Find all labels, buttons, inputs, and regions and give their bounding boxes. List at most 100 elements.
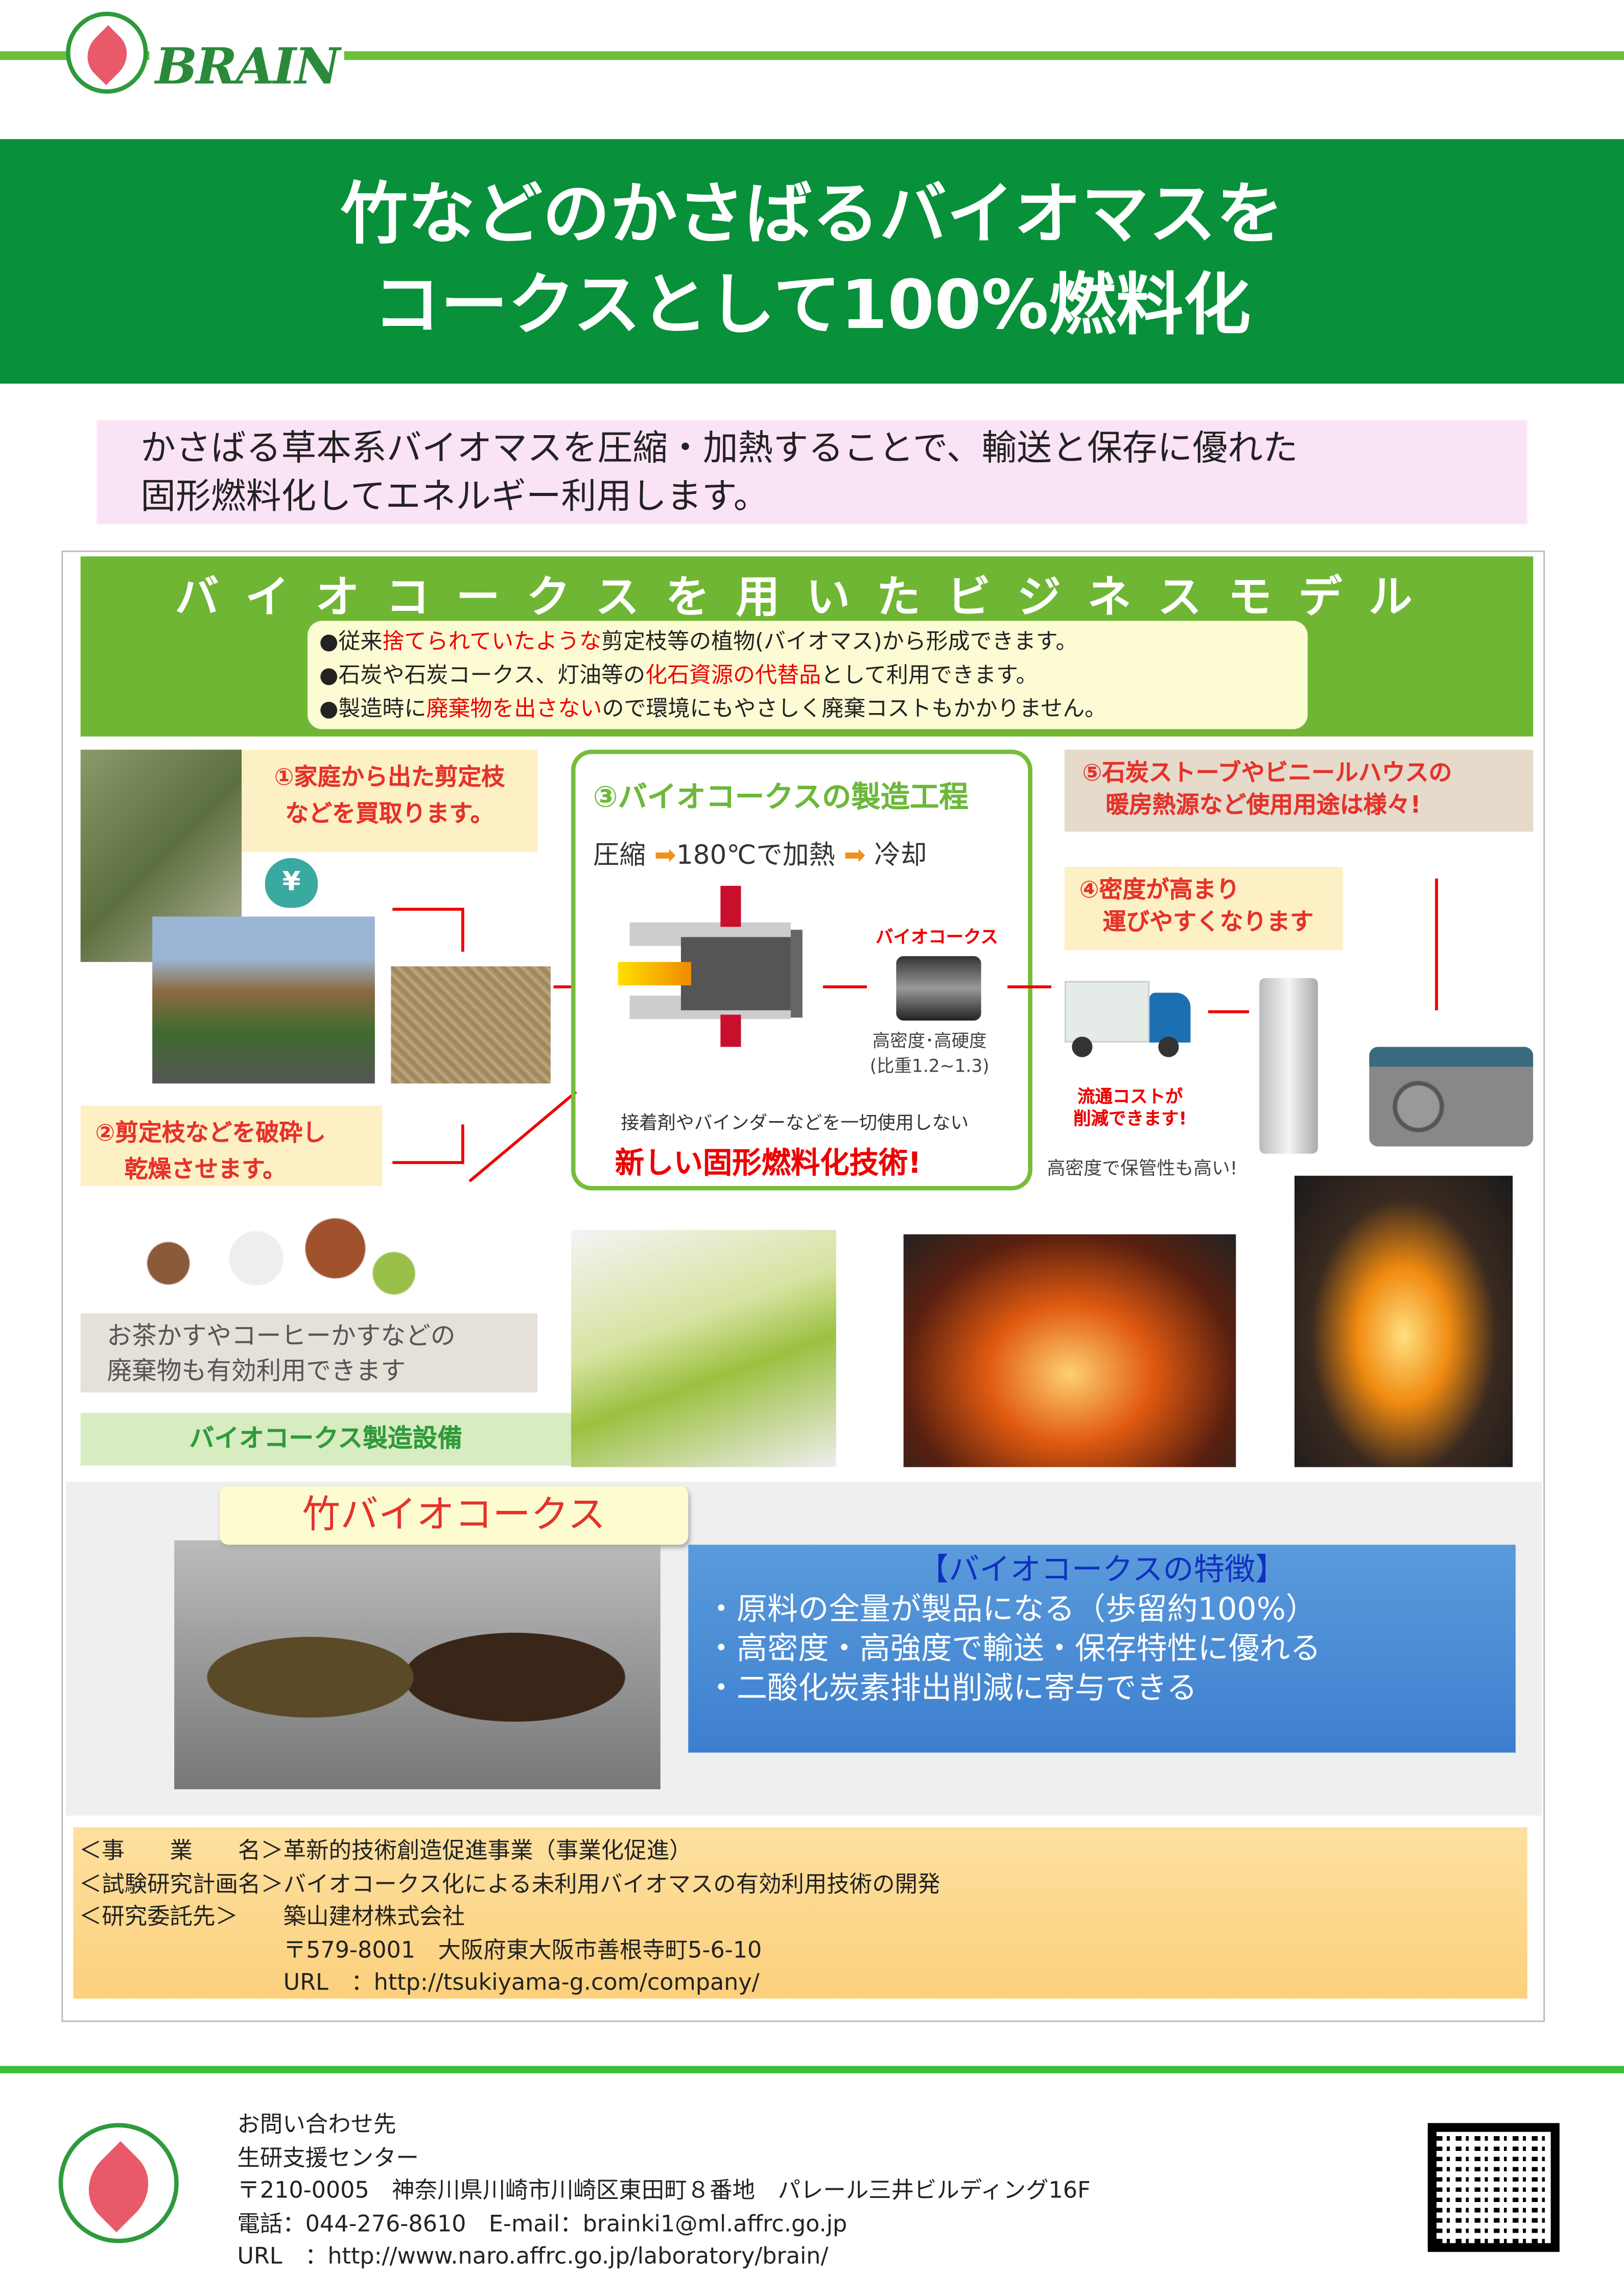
step1-line-1: ①家庭から出た剪定枝 <box>274 763 505 791</box>
chipper-machine-photo <box>152 916 375 1084</box>
arrow-right <box>553 985 571 988</box>
biocoke-label: バイオコークス <box>876 927 998 948</box>
equipment-label: バイオコークス製造設備 <box>80 1413 571 1466</box>
waste-note-line-2: 廃棄物も有効利用できます <box>107 1357 406 1387</box>
bullet-3: ●製造時に廃棄物を出さないので環境にもやさしく廃棄コストもかかりません。 <box>319 693 1296 726</box>
bullet-text: ●石炭や石炭コークス、灯油等の <box>319 661 646 689</box>
truck-icon <box>1064 981 1196 1066</box>
process-step-cool: 冷却 <box>874 840 927 871</box>
step1-line-2: などを買取ります。 <box>285 799 494 827</box>
chipped-material-photo <box>391 966 551 1084</box>
storage-note: 高密度で保管性も高い! <box>1047 1156 1238 1179</box>
biocoke-cylinder-icon <box>896 956 981 1021</box>
process-steps: 圧縮 ➡180℃で加熱 ➡ 冷却 <box>593 835 927 873</box>
arrow-right <box>1007 985 1052 988</box>
brain-logo-icon <box>65 11 148 94</box>
header-rule <box>0 51 1624 60</box>
yen-purse-icon: ¥ <box>265 858 318 908</box>
step1-box: ①家庭から出た剪定枝などを買取ります。 <box>241 749 538 853</box>
bullet-2: ●石炭や石炭コークス、灯油等の化石資源の代替品として利用できます。 <box>319 659 1296 693</box>
title-line-2: コークスとして100%燃料化 <box>373 265 1251 344</box>
title-banner: 竹などのかさばるバイオマスを コークスとして100%燃料化 <box>0 139 1624 384</box>
compression-diagram <box>615 886 806 1047</box>
arrow-right <box>822 985 867 988</box>
contact-line: 生研支援センター <box>237 2144 419 2171</box>
brain-logo-text: BRAIN <box>149 38 345 97</box>
contact-info: お問い合わせ先 生研支援センター 〒210-0005 神奈川県川崎市川崎区東田町… <box>237 2109 1090 2273</box>
biocoke-spec: 高密度･高硬度 (比重1.2~1.3) <box>870 1029 990 1079</box>
cost-note-line-2: 削減できます! <box>1073 1108 1187 1129</box>
bullet-highlight: 廃棄物を出さない <box>426 695 602 722</box>
arrow-right <box>392 908 463 911</box>
business-model-panel <box>61 550 1545 2022</box>
summary-box: ●従来捨てられていたような剪定枝等の植物(バイオマス)から形成できます。 ●石炭… <box>307 621 1308 729</box>
project-line: 〒579-8001 大阪府東大阪市善根寺町5-6-10 <box>79 1936 762 1963</box>
process-step-compress: 圧縮 <box>593 840 646 871</box>
process-box <box>571 749 1032 1191</box>
features-title: 【バイオコークスの特徴】 <box>917 1552 1286 1588</box>
bullet-text: として利用できます。 <box>821 661 1038 689</box>
bamboo-biocoke-photo <box>174 1540 661 1789</box>
bullet-text: ●製造時に <box>319 695 427 722</box>
subtitle-box: かさばる草本系バイオマスを圧縮・加熱することで、輸送と保存に優れた 固形燃料化し… <box>97 420 1527 525</box>
process-step-heat: 180℃で加熱 <box>676 840 836 871</box>
step4-line-1: ④密度が高まり <box>1079 875 1240 904</box>
spec-line-1: 高密度･高硬度 <box>872 1031 987 1052</box>
engine-icon <box>1369 1047 1534 1147</box>
tea-coffee-cups-illustration <box>124 1203 417 1304</box>
arrow-up <box>1435 878 1438 1010</box>
business-model-title: バイオコークスを用いたビジネスモデル <box>175 572 1439 624</box>
bamboo-biocoke-label: 竹バイオコークス <box>219 1486 689 1545</box>
bullet-1: ●従来捨てられていたような剪定枝等の植物(バイオマス)から形成できます。 <box>319 625 1296 659</box>
process-title: ③バイオコークスの製造工程 <box>593 778 969 814</box>
arrow-right <box>392 1161 463 1164</box>
step5-box: ⑤石炭ストーブやビニールハウスの暖房熱源など使用用途は様々! <box>1064 749 1534 832</box>
arrow-down <box>461 908 464 952</box>
production-equipment-illustration <box>571 1229 836 1467</box>
waste-note-box: お茶かすやコーヒーかすなどの廃棄物も有効利用できます <box>80 1313 538 1393</box>
title-line-1: 竹などのかさばるバイオマスを <box>340 174 1284 253</box>
project-info-box: ＜事 業 名＞革新的技術創造促進事業（事業化促進） ＜試験研究計画名＞バイオコー… <box>73 1827 1527 1999</box>
stove-fire-photo <box>903 1234 1236 1467</box>
contact-url[interactable]: URL ：http://www.naro.affrc.go.jp/laborat… <box>237 2243 829 2270</box>
bullet-text: 剪定枝等の植物(バイオマス)から形成できます。 <box>601 628 1078 655</box>
bullet-text: ので環境にもやさしく廃棄コストもかかりません。 <box>602 695 1107 722</box>
feature-item: ・原料の全量が製品になる（歩留約100%） <box>705 1591 1317 1627</box>
no-binder-note: 接着剤やバインダーなどを一切使用しない <box>621 1111 969 1133</box>
burning-flame-photo <box>1294 1175 1513 1467</box>
footer-rule <box>0 2066 1624 2073</box>
step5-line-2: 暖房熱源など使用用途は様々! <box>1105 790 1421 819</box>
project-line: ＜事 業 名＞革新的技術創造促進事業（事業化促進） <box>79 1837 692 1864</box>
spec-line-2: (比重1.2~1.3) <box>869 1055 990 1076</box>
contact-line: 〒210-0005 神奈川県川崎市川崎区東田町８番地 パレール三井ビルディング1… <box>237 2177 1091 2204</box>
feature-item: ・二酸化炭素排出削減に寄与できる <box>705 1670 1197 1706</box>
step2-line-2: 乾燥させます。 <box>124 1155 287 1183</box>
waste-note-line-1: お茶かすやコーヒーかすなどの <box>107 1322 456 1352</box>
stove-chimney-icon <box>1259 978 1318 1154</box>
orange-arrow-icon: ➡ <box>843 840 866 871</box>
qr-code-icon[interactable] <box>1427 2123 1560 2252</box>
step2-line-1: ②剪定枝などを破砕し <box>95 1119 326 1147</box>
arrow-up <box>461 1124 464 1164</box>
step5-line-1: ⑤石炭ストーブやビニールハウスの <box>1082 758 1452 787</box>
subtitle-line-1: かさばる草本系バイオマスを圧縮・加熱することで、輸送と保存に優れた <box>140 428 1298 469</box>
arrow-right <box>1208 1010 1250 1013</box>
new-technology-tagline: 新しい固形燃料化技術! <box>615 1145 922 1180</box>
contact-line: お問い合わせ先 <box>237 2111 396 2138</box>
project-url[interactable]: URL ：http://tsukiyama-g.com/company/ <box>79 1969 760 1996</box>
step4-line-2: 運びやすくなります <box>1102 908 1314 936</box>
cost-note-line-1: 流通コストが <box>1077 1086 1183 1107</box>
cost-note: 流通コストが削減できます! <box>1073 1086 1187 1130</box>
feature-item: ・高密度・高強度で輸送・保存特性に優れる <box>705 1631 1321 1667</box>
project-line: ＜試験研究計画名＞バイオコークス化による未利用バイオマスの有効利用技術の開発 <box>79 1870 940 1897</box>
bullet-text: ●従来 <box>319 628 383 655</box>
bullet-highlight: 化石資源の代替品 <box>645 661 821 689</box>
features-box: 【バイオコークスの特徴】 ・原料の全量が製品になる（歩留約100%） ・高密度・… <box>688 1545 1516 1753</box>
contact-line[interactable]: 電話：044-276-8610 E-mail：brainki1@ml.affrc… <box>237 2210 848 2237</box>
footer-logo-icon <box>58 2123 179 2243</box>
step2-box: ②剪定枝などを破砕し乾燥させます。 <box>80 1105 383 1186</box>
bullet-highlight: 捨てられていたような <box>382 628 602 655</box>
subtitle-line-2: 固形燃料化してエネルギー利用します。 <box>140 476 769 517</box>
project-line: ＜研究委託先＞ 築山建材株式会社 <box>79 1903 465 1930</box>
